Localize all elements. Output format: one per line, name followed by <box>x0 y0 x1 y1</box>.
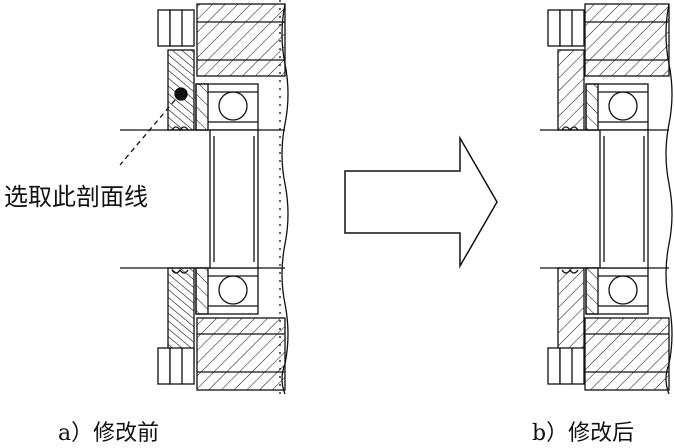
annotation-text: 选取此剖面线 <box>4 183 148 211</box>
bearing-ball-bottom-left <box>218 275 248 305</box>
figure-before <box>120 0 289 398</box>
selection-marker-dot <box>174 87 188 101</box>
housing-bottom-right <box>584 317 670 391</box>
housing-top-right <box>584 3 670 77</box>
figure-after <box>540 3 673 395</box>
sleeve-right <box>599 129 649 269</box>
caption-after: b）修改后 <box>532 421 634 446</box>
bearing-ball-bottom-right <box>608 275 638 305</box>
screw-head-bottom <box>157 347 171 385</box>
knurled-nut-top <box>167 49 195 131</box>
screw-head-bottom-right <box>547 347 561 385</box>
bearing-ball-top-left <box>218 91 248 121</box>
nut-top-right <box>557 49 585 131</box>
transform-arrow <box>344 135 498 269</box>
screw-head-top-right <box>547 9 561 47</box>
housing-bottom-left <box>196 317 286 391</box>
housing-top-left <box>196 3 286 77</box>
caption-before: a）修改前 <box>58 421 159 446</box>
sleeve-left <box>209 129 259 269</box>
screw-head-top <box>157 9 171 47</box>
annotation-leader-line <box>119 99 176 166</box>
bearing-ball-top-right <box>608 91 638 121</box>
